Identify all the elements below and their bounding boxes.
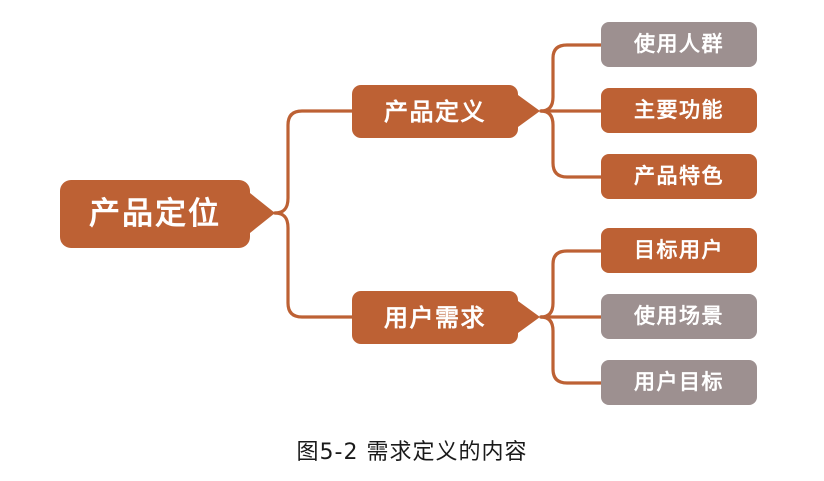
node-label: 产品定义 <box>384 97 486 126</box>
node-user-group[interactable]: 使用人群 <box>601 22 757 67</box>
connector-ud-to-user-goal <box>539 315 606 385</box>
node-label: 使用人群 <box>634 32 724 56</box>
node-root-product-positioning[interactable]: 产品定位 <box>60 180 250 248</box>
connector-pd-to-product-features <box>539 109 606 179</box>
node-label: 用户需求 <box>384 303 486 332</box>
product-definition-arrow-icon <box>518 95 540 127</box>
node-label: 主要功能 <box>634 98 724 122</box>
node-label: 产品特色 <box>634 164 724 188</box>
connector-pd-to-user-group <box>539 43 606 113</box>
node-user-goal[interactable]: 用户目标 <box>601 360 757 405</box>
connector-ud-to-target-user <box>539 249 606 319</box>
node-product-features[interactable]: 产品特色 <box>601 154 757 199</box>
node-label: 用户目标 <box>634 370 724 394</box>
node-main-features[interactable]: 主要功能 <box>601 88 757 133</box>
connector-root-to-user-demand <box>273 211 358 319</box>
node-use-scenario[interactable]: 使用场景 <box>601 294 757 339</box>
user-demand-arrow-icon <box>518 301 540 333</box>
node-label: 目标用户 <box>634 238 724 262</box>
connector-root-to-product-definition <box>273 109 358 215</box>
node-user-demand[interactable]: 用户需求 <box>352 291 518 344</box>
node-label: 产品定位 <box>89 195 221 232</box>
root-arrow-icon <box>250 193 275 233</box>
node-product-definition[interactable]: 产品定义 <box>352 85 518 138</box>
node-label: 使用场景 <box>634 304 724 328</box>
figure-caption: 图5-2 需求定义的内容 <box>296 440 528 465</box>
node-target-user[interactable]: 目标用户 <box>601 228 757 273</box>
